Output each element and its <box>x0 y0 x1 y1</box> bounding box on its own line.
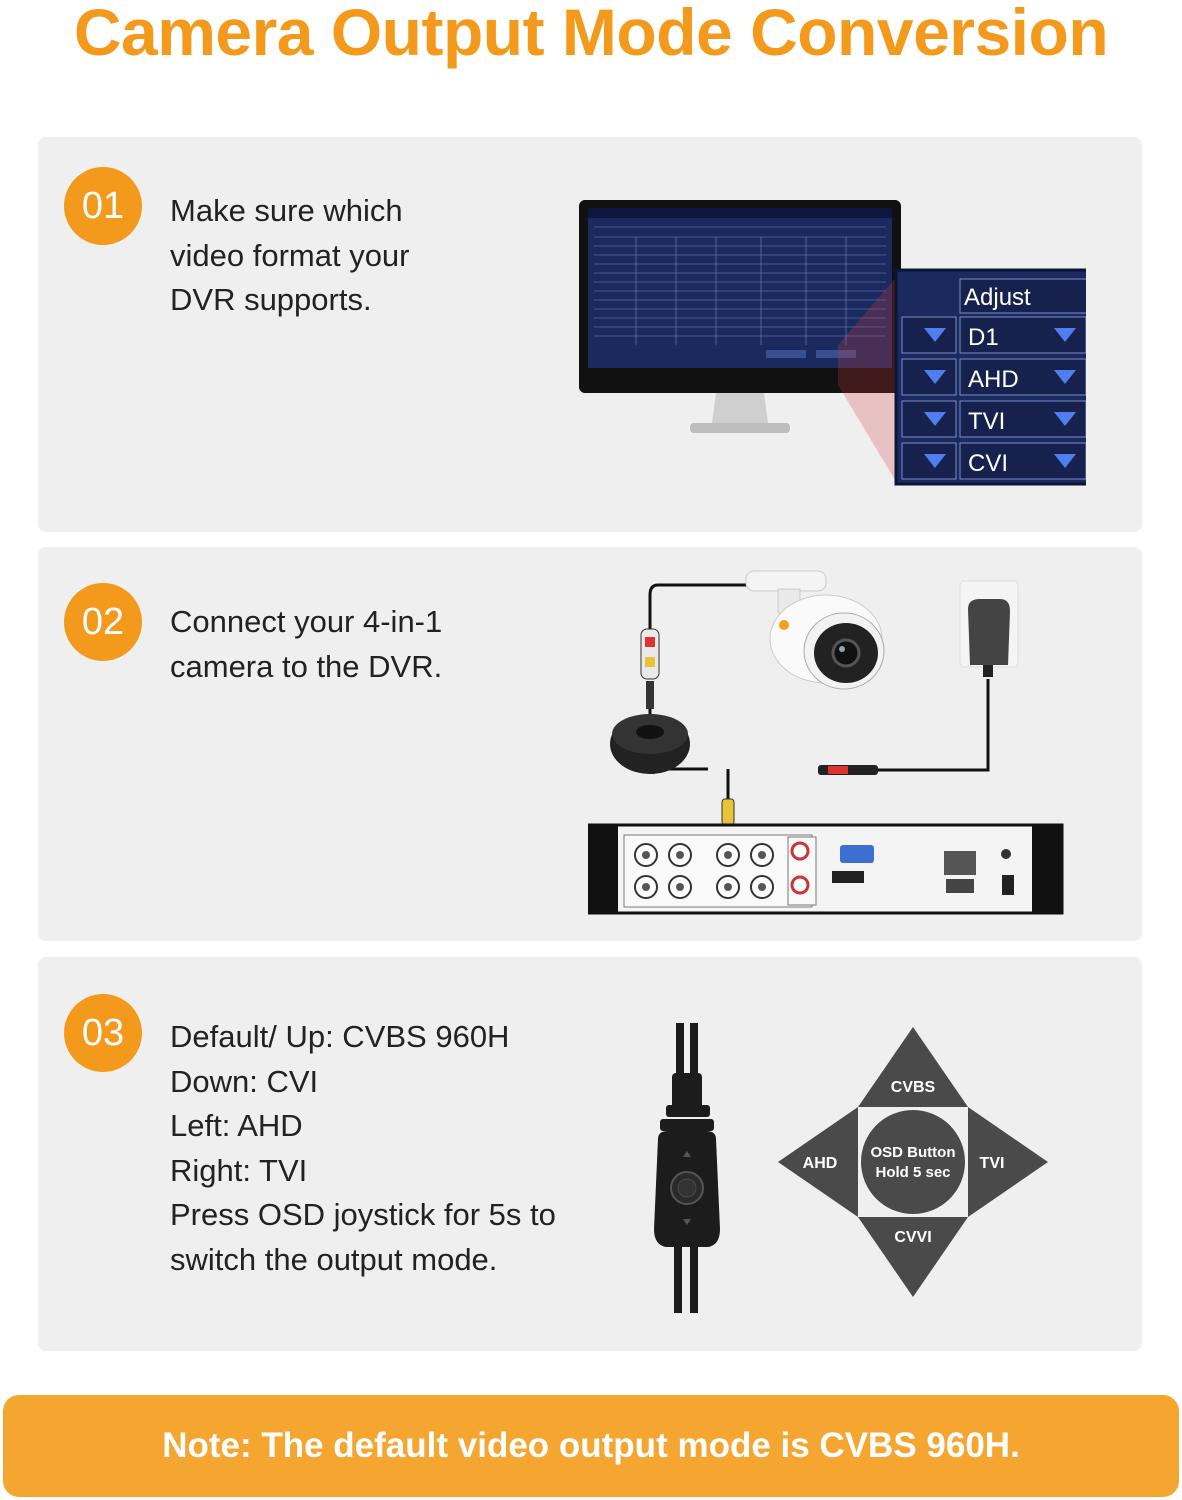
menu-option: D1 <box>968 324 999 351</box>
step-1-line: video format your <box>170 237 410 273</box>
step-3-line: Down: CVI <box>170 1063 319 1099</box>
center-label-line2: Hold 5 sec <box>875 1164 950 1181</box>
camera-dvr-illustration <box>588 570 1064 915</box>
arrow-up-icon <box>683 1151 691 1157</box>
osd-cable-illustration <box>654 1023 720 1313</box>
menu-option: AHD <box>968 366 1019 393</box>
monitor-illustration: Adjust D1 AHD TVI CVI <box>579 200 1086 486</box>
step-3-line: Press OSD joystick for 5s to <box>170 1197 556 1232</box>
center-label-line1: OSD Button <box>871 1144 956 1161</box>
menu-header: Adjust <box>964 284 1031 311</box>
step-2-line: Connect your 4-in-1 <box>170 604 443 639</box>
direction-right-arrow <box>968 1107 1048 1217</box>
direction-up-arrow <box>858 1027 968 1107</box>
direction-up-label: CVBS <box>891 1079 936 1096</box>
direction-left-label: AHD <box>803 1155 838 1172</box>
chevron-down-icon <box>924 328 1076 468</box>
step-1-number-badge: 01 <box>64 167 142 245</box>
osd-center-button <box>861 1110 965 1214</box>
step-2-number-badge: 02 <box>64 583 142 661</box>
step-2-text: Connect your 4-in-1 camera to the DVR. <box>170 600 442 689</box>
step-2-card: 02 Connect your 4-in-1 camera to the DVR… <box>38 547 1142 941</box>
step-3-text: Default/ Up: CVBS 960H Down: CVI Left: A… <box>170 1015 556 1282</box>
direction-left-arrow <box>778 1107 858 1217</box>
menu-option: TVI <box>968 408 1005 435</box>
step-3-line: Right: TVI <box>170 1152 308 1188</box>
direction-right-label: TVI <box>980 1155 1005 1172</box>
step-1-card: 01 Make sure which video format your DVR… <box>38 137 1142 532</box>
step-1-text: Make sure which video format your DVR su… <box>170 189 410 323</box>
step-3-number-badge: 03 <box>64 994 142 1072</box>
bullet-camera <box>745 570 885 690</box>
joystick-direction-diagram: CVBS CVVI AHD TVI OSD Button Hold 5 sec <box>778 1027 1048 1297</box>
step-1-line: DVR supports. <box>170 282 372 317</box>
page-title: Camera Output Mode Conversion <box>73 0 1109 69</box>
step-2-line: camera to the DVR. <box>170 648 443 684</box>
direction-down-arrow <box>858 1217 968 1297</box>
note-banner: Note: The default video output mode is C… <box>3 1395 1179 1497</box>
direction-down-label: CVVI <box>894 1229 931 1246</box>
step-3-line: switch the output mode. <box>170 1241 498 1277</box>
step-3-card: 03 Default/ Up: CVBS 960H Down: CVI Left… <box>38 957 1142 1351</box>
arrow-down-icon <box>683 1219 691 1225</box>
step-3-line: Default/ Up: CVBS 960H <box>170 1019 510 1054</box>
step-1-line: Make sure which <box>170 193 403 228</box>
menu-option: CVI <box>968 450 1008 477</box>
dvr-rear-panel <box>588 823 1064 915</box>
step-3-line: Left: AHD <box>170 1108 303 1143</box>
